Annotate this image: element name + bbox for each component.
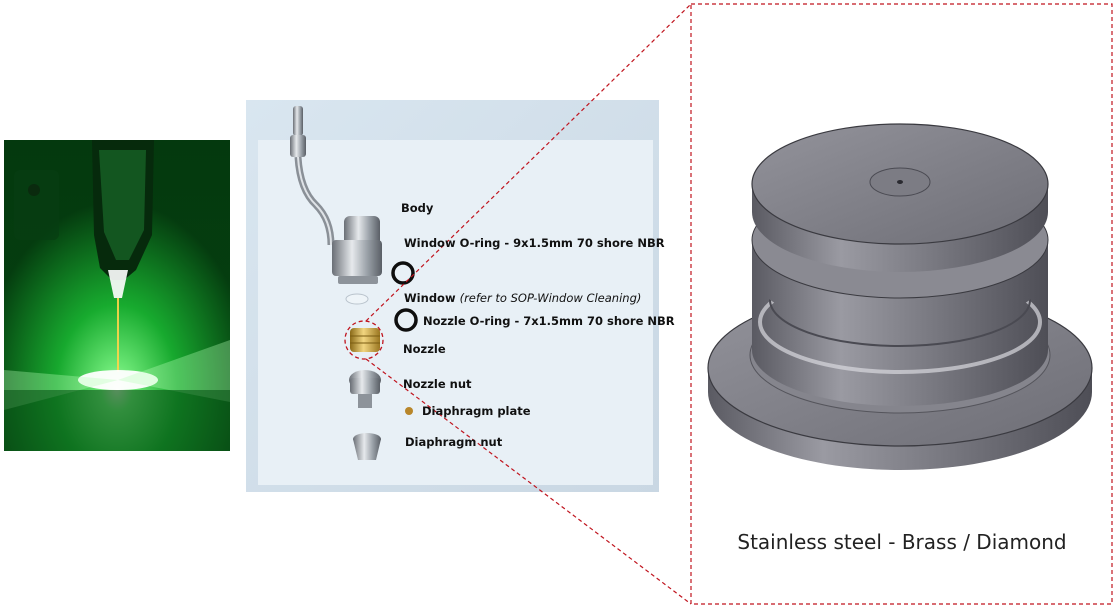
window-oring (391, 261, 415, 285)
nozzle-parts-photo (246, 100, 659, 492)
laser-cutting-photo (4, 140, 230, 451)
label-nozzle-nut: Nozzle nut (403, 377, 472, 391)
label-body: Body (401, 201, 434, 215)
label-nozzle: Nozzle (403, 342, 446, 356)
callout-line-top (365, 3, 692, 322)
detail-frame (690, 3, 1113, 605)
label-window: Window (refer to SOP-Window Cleaning) (404, 291, 642, 305)
label-nozzle-oring: Nozzle O-ring - 7x1.5mm 70 shore NBR (423, 314, 675, 328)
label-diaphragm-plate: Diaphragm plate (422, 404, 531, 418)
nozzle-3d-render (707, 123, 1093, 470)
nozzle-oring (394, 308, 418, 332)
nozzle-callout-circle (344, 320, 384, 360)
material-caption: Stainless steel - Brass / Diamond (737, 530, 1067, 554)
callout-line-bottom (365, 358, 692, 605)
label-window-note: (refer to SOP-Window Cleaning) (459, 291, 642, 305)
label-diaphragm-nut: Diaphragm nut (405, 435, 503, 449)
label-window-oring: Window O-ring - 9x1.5mm 70 shore NBR (404, 236, 665, 250)
